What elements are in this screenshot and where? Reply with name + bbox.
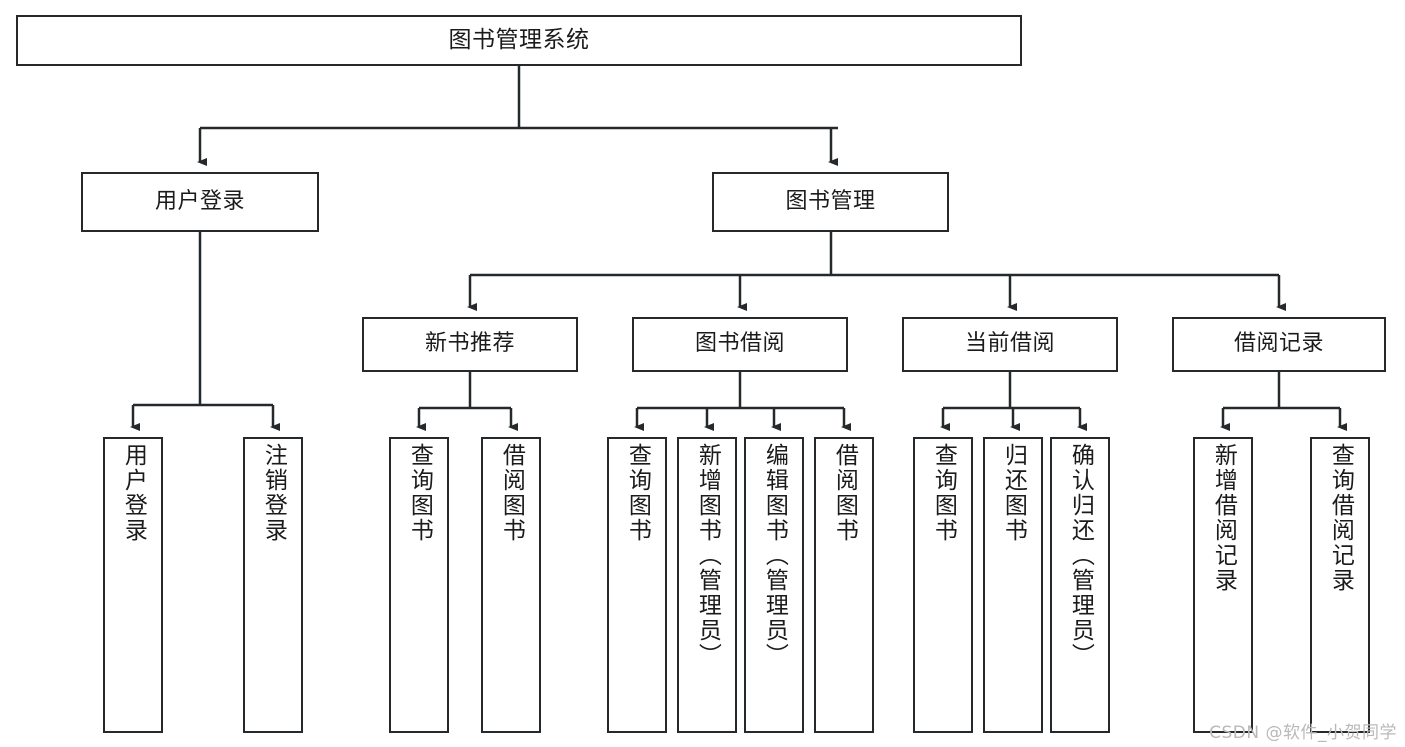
node-leaf-label: 查询图书: [624, 443, 651, 543]
node-leaf[interactable]: 借阅图书: [814, 437, 874, 733]
node-leaf[interactable]: 用户登录: [103, 437, 163, 733]
node-root[interactable]: 图书管理系统: [16, 15, 1022, 66]
node-leaf[interactable]: 查询图书: [913, 437, 973, 733]
node-root-label: 图书管理系统: [448, 26, 590, 53]
node-leaf-label: 归还图书: [1000, 443, 1027, 543]
node-leaf[interactable]: 编辑图书（管理员）: [744, 437, 804, 733]
node-book-borrow[interactable]: 图书借阅: [632, 317, 848, 372]
node-current-borrow-label: 当前借阅: [964, 331, 1055, 357]
watermark: CSDN @软件_小贺同学: [1209, 723, 1397, 743]
node-leaf-label: 注销登录: [260, 443, 287, 543]
node-leaf-label: 确认归还（管理员）: [1067, 443, 1094, 668]
node-borrow-record-label: 借阅记录: [1233, 331, 1324, 357]
node-leaf-label: 查询图书: [406, 443, 433, 543]
node-leaf[interactable]: 查询图书: [607, 437, 667, 733]
node-leaf[interactable]: 借阅图书: [481, 437, 541, 733]
node-leaf-label: 借阅图书: [831, 443, 858, 543]
node-leaf-label: 编辑图书（管理员）: [761, 443, 788, 668]
node-book-management[interactable]: 图书管理: [712, 172, 949, 232]
node-user-login[interactable]: 用户登录: [81, 172, 319, 232]
node-leaf[interactable]: 查询图书: [389, 437, 449, 733]
node-leaf-label: 查询图书: [930, 443, 957, 543]
node-user-login-label: 用户登录: [154, 188, 245, 214]
node-current-borrow[interactable]: 当前借阅: [902, 317, 1118, 372]
node-leaf-label: 用户登录: [120, 443, 147, 543]
node-leaf[interactable]: 确认归还（管理员）: [1050, 437, 1110, 733]
node-new-book-recommend-label: 新书推荐: [424, 331, 515, 357]
node-new-book-recommend[interactable]: 新书推荐: [362, 317, 578, 372]
node-leaf-label: 新增借阅记录: [1210, 443, 1237, 593]
node-book-management-label: 图书管理: [785, 188, 876, 214]
node-borrow-record[interactable]: 借阅记录: [1172, 317, 1386, 372]
node-leaf[interactable]: 新增借阅记录: [1193, 437, 1253, 733]
node-leaf[interactable]: 归还图书: [983, 437, 1043, 733]
node-book-borrow-label: 图书借阅: [694, 331, 785, 357]
node-leaf[interactable]: 查询借阅记录: [1310, 437, 1370, 733]
node-leaf[interactable]: 新增图书（管理员）: [677, 437, 737, 733]
node-leaf-label: 借阅图书: [498, 443, 525, 543]
node-leaf-label: 新增图书（管理员）: [694, 443, 721, 668]
node-leaf[interactable]: 注销登录: [243, 437, 303, 733]
node-leaf-label: 查询借阅记录: [1327, 443, 1354, 593]
